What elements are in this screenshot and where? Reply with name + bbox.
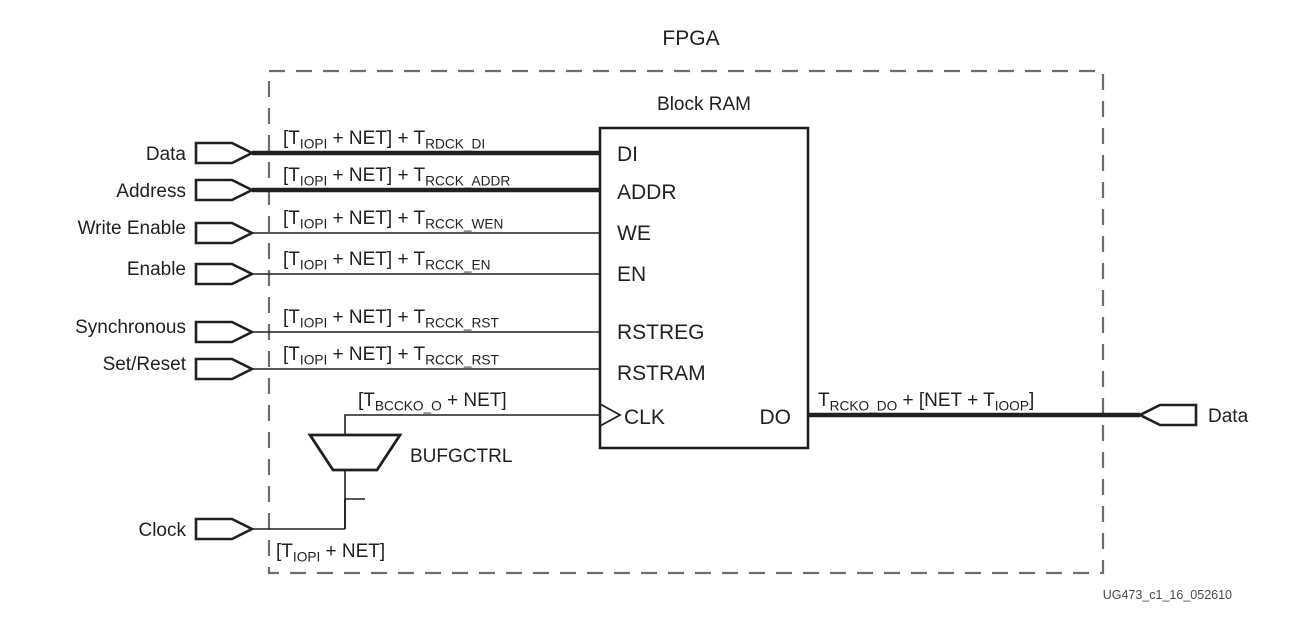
delay-label-set-reset: [TIOPI + NET] + TRCCK_RST bbox=[283, 344, 499, 368]
signal-label-address: Address bbox=[116, 181, 186, 202]
signal-label-write-enable: Write Enable bbox=[78, 218, 186, 239]
port-label-clk: CLK bbox=[624, 406, 665, 429]
pin-connector-address[interactable] bbox=[194, 178, 255, 202]
port-label-di: DI bbox=[617, 143, 638, 166]
port-label-en: EN bbox=[617, 263, 646, 286]
port-label-we: WE bbox=[617, 222, 651, 245]
delay-label-clock-buffer: [TBCCKO_O + NET] bbox=[358, 390, 507, 414]
clock-edge-triangle-icon bbox=[599, 403, 622, 427]
signal-label-clock: Clock bbox=[138, 520, 186, 541]
pin-connector-write-enable[interactable] bbox=[194, 221, 255, 245]
delay-label-clock-input: [TIOPI + NET] bbox=[276, 541, 385, 565]
delay-label-synchronous: [TIOPI + NET] + TRCCK_RST bbox=[283, 307, 499, 331]
pin-connector-data[interactable] bbox=[194, 141, 255, 165]
figure-footer-id: UG473_c1_16_052610 bbox=[1103, 588, 1232, 602]
wire-clock-to-buffer bbox=[344, 498, 365, 529]
wire-buffer-to-clk bbox=[344, 414, 600, 435]
pin-connector-synchronous[interactable] bbox=[194, 320, 255, 344]
pin-connector-clock[interactable] bbox=[194, 517, 255, 541]
pin-connector-set-reset[interactable] bbox=[194, 357, 255, 381]
port-label-rstram: RSTRAM bbox=[617, 362, 706, 385]
signal-label-synchronous: Synchronous bbox=[75, 317, 186, 338]
delay-label-write-enable: [TIOPI + NET] + TRCCK_WEN bbox=[283, 208, 503, 232]
delay-label-data: [TIOPI + NET] + TRDCK_DI bbox=[283, 128, 485, 152]
port-label-rstreg: RSTREG bbox=[617, 321, 705, 344]
bufgctrl-label: BUFGCTRL bbox=[410, 446, 512, 467]
signal-label-data: Data bbox=[146, 144, 187, 165]
signal-label-data-out: Data bbox=[1208, 406, 1249, 427]
block-ram-title: Block RAM bbox=[657, 94, 751, 115]
signal-label-enable: Enable bbox=[127, 259, 186, 280]
delay-label-address: [TIOPI + NET] + TRCCK_ADDR bbox=[283, 165, 510, 189]
delay-label-enable: [TIOPI + NET] + TRCCK_EN bbox=[283, 249, 490, 273]
fpga-title: FPGA bbox=[662, 27, 719, 50]
delay-label-data-out: TRCKO_DO + [NET + TIOOP] bbox=[818, 390, 1034, 414]
block-ram-box bbox=[598, 126, 810, 450]
bufgctrl-symbol bbox=[307, 433, 403, 472]
pin-connector-enable[interactable] bbox=[194, 262, 255, 286]
signal-label-set-reset: Set/Reset bbox=[103, 354, 187, 375]
pin-connector-data-out[interactable] bbox=[1137, 403, 1198, 427]
fpga-boundary bbox=[267, 69, 1105, 575]
port-label-do: DO bbox=[760, 406, 792, 429]
port-label-addr: ADDR bbox=[617, 181, 677, 204]
